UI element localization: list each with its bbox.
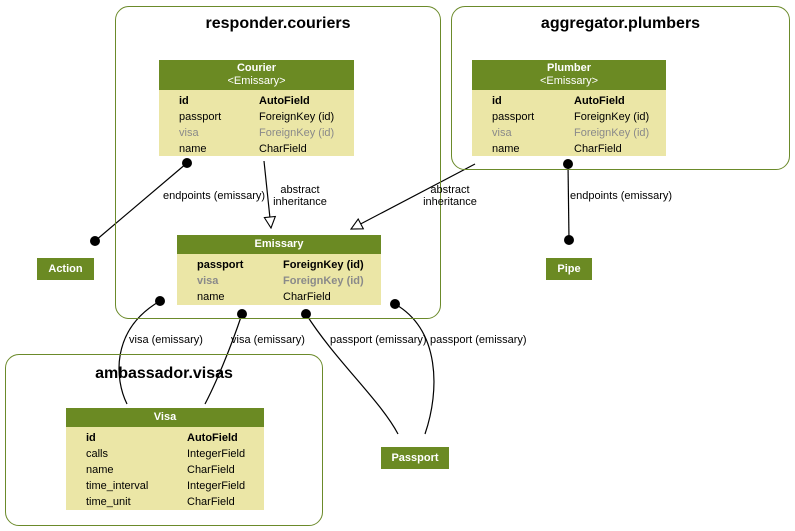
model-name: Courier (236, 62, 277, 74)
field-name: passport (179, 111, 222, 123)
cluster-aggregator-plumbers: aggregator.plumbers (451, 6, 790, 170)
edge-label-passport-right: passport (emissary) (430, 334, 527, 346)
cluster-ambassador-visas: ambassador.visas (5, 354, 323, 526)
field-name: time_interval (86, 480, 149, 492)
field-type: AutoField (259, 95, 310, 107)
edge-label-passport-left: passport (emissary) (330, 334, 427, 346)
edge-dot (301, 309, 311, 319)
field-name: passport (492, 111, 535, 123)
field-row: time_unit CharField (66, 494, 245, 510)
field-name: id (492, 95, 502, 107)
field-type: CharField (187, 464, 235, 476)
field-name: visa (492, 127, 512, 139)
cluster-responder-couriers: responder.couriers (115, 6, 441, 319)
edge-courier-action (94, 162, 188, 242)
model-passport[interactable]: Passport (381, 447, 449, 469)
edge-label-courier-inherit: abstract inheritance (273, 184, 327, 208)
edge-dot (155, 296, 165, 306)
field-row: visa ForeignKey (id) (177, 273, 364, 289)
edge-dot (390, 299, 400, 309)
cluster-title: ambassador.visas (95, 365, 233, 382)
edge-visa-right (204, 313, 243, 405)
field-type: ForeignKey (id) (574, 111, 650, 123)
model-name: Visa (153, 411, 177, 423)
field-type: AutoField (574, 95, 625, 107)
field-type: ForeignKey (id) (574, 127, 650, 139)
edge-dot (564, 235, 574, 245)
edge-label-visa-right: visa (emissary) (231, 334, 305, 346)
model-header: Emissary (177, 235, 381, 254)
edge-plumber-pipe (567, 163, 570, 241)
field-type: IntegerField (187, 448, 246, 460)
edge-plumber-inherit (351, 163, 476, 229)
field-row: id AutoField (472, 93, 649, 109)
field-name: id (179, 95, 189, 107)
field-type: CharField (283, 291, 331, 303)
field-type: ForeignKey (id) (283, 259, 364, 271)
field-name: name (197, 291, 225, 303)
field-name: calls (86, 448, 109, 460)
field-name: name (179, 143, 207, 155)
edge-dot (563, 159, 573, 169)
field-name: visa (179, 127, 199, 139)
edge-label-visa-left: visa (emissary) (129, 334, 203, 346)
field-row: passport ForeignKey (id) (159, 109, 334, 125)
field-type: CharField (574, 143, 622, 155)
field-type: IntegerField (187, 480, 246, 492)
model-name: Plumber (546, 62, 591, 74)
field-row: time_interval IntegerField (66, 478, 245, 494)
cluster-title: aggregator.plumbers (540, 15, 701, 32)
model-parent: <Emissary> (539, 75, 599, 87)
field-row: id AutoField (159, 93, 334, 109)
model-action[interactable]: Action (37, 258, 94, 280)
field-type: CharField (187, 496, 235, 508)
field-type: ForeignKey (id) (259, 127, 335, 139)
edge-passport-left (305, 313, 399, 435)
model-name: Emissary (254, 238, 304, 250)
field-row: name CharField (66, 462, 245, 478)
model-header: Visa (66, 408, 264, 427)
edge-label-plumber-inherit: abstract inheritance (423, 184, 477, 208)
field-name: time_unit (86, 496, 131, 508)
edge-courier-inherit (263, 160, 271, 228)
field-name: passport (197, 259, 244, 271)
edge-dot (182, 158, 192, 168)
edge-label-courier-endpoints: endpoints (emissary) (163, 190, 266, 202)
field-row: name CharField (177, 289, 364, 305)
edge-label-plumber-endpoints: endpoints (emissary) (570, 190, 673, 202)
field-row: id AutoField (66, 430, 245, 446)
field-row: visa ForeignKey (id) (472, 125, 649, 141)
edge-dot (237, 309, 247, 319)
model-parent: <Emissary> (227, 75, 286, 87)
cluster-title: responder.couriers (205, 15, 351, 32)
field-name: name (492, 143, 520, 155)
field-row: passport ForeignKey (id) (472, 109, 649, 125)
field-type: ForeignKey (id) (259, 111, 335, 123)
edge-passport-right (394, 303, 435, 435)
field-row: visa ForeignKey (id) (159, 125, 334, 141)
field-type: ForeignKey (id) (283, 275, 364, 287)
field-name: name (86, 464, 114, 476)
field-type: CharField (259, 143, 307, 155)
model-pipe[interactable]: Pipe (546, 258, 592, 280)
field-name: visa (197, 275, 219, 287)
field-row: name CharField (159, 141, 334, 157)
model-header: Courier <Emissary> (159, 60, 354, 90)
field-name: id (86, 432, 96, 444)
edge-dot (90, 236, 100, 246)
field-row: passport ForeignKey (id) (177, 257, 364, 273)
field-row: calls IntegerField (66, 446, 245, 462)
field-type: AutoField (187, 432, 238, 444)
model-header: Plumber <Emissary> (472, 60, 666, 90)
field-row: name CharField (472, 141, 649, 157)
